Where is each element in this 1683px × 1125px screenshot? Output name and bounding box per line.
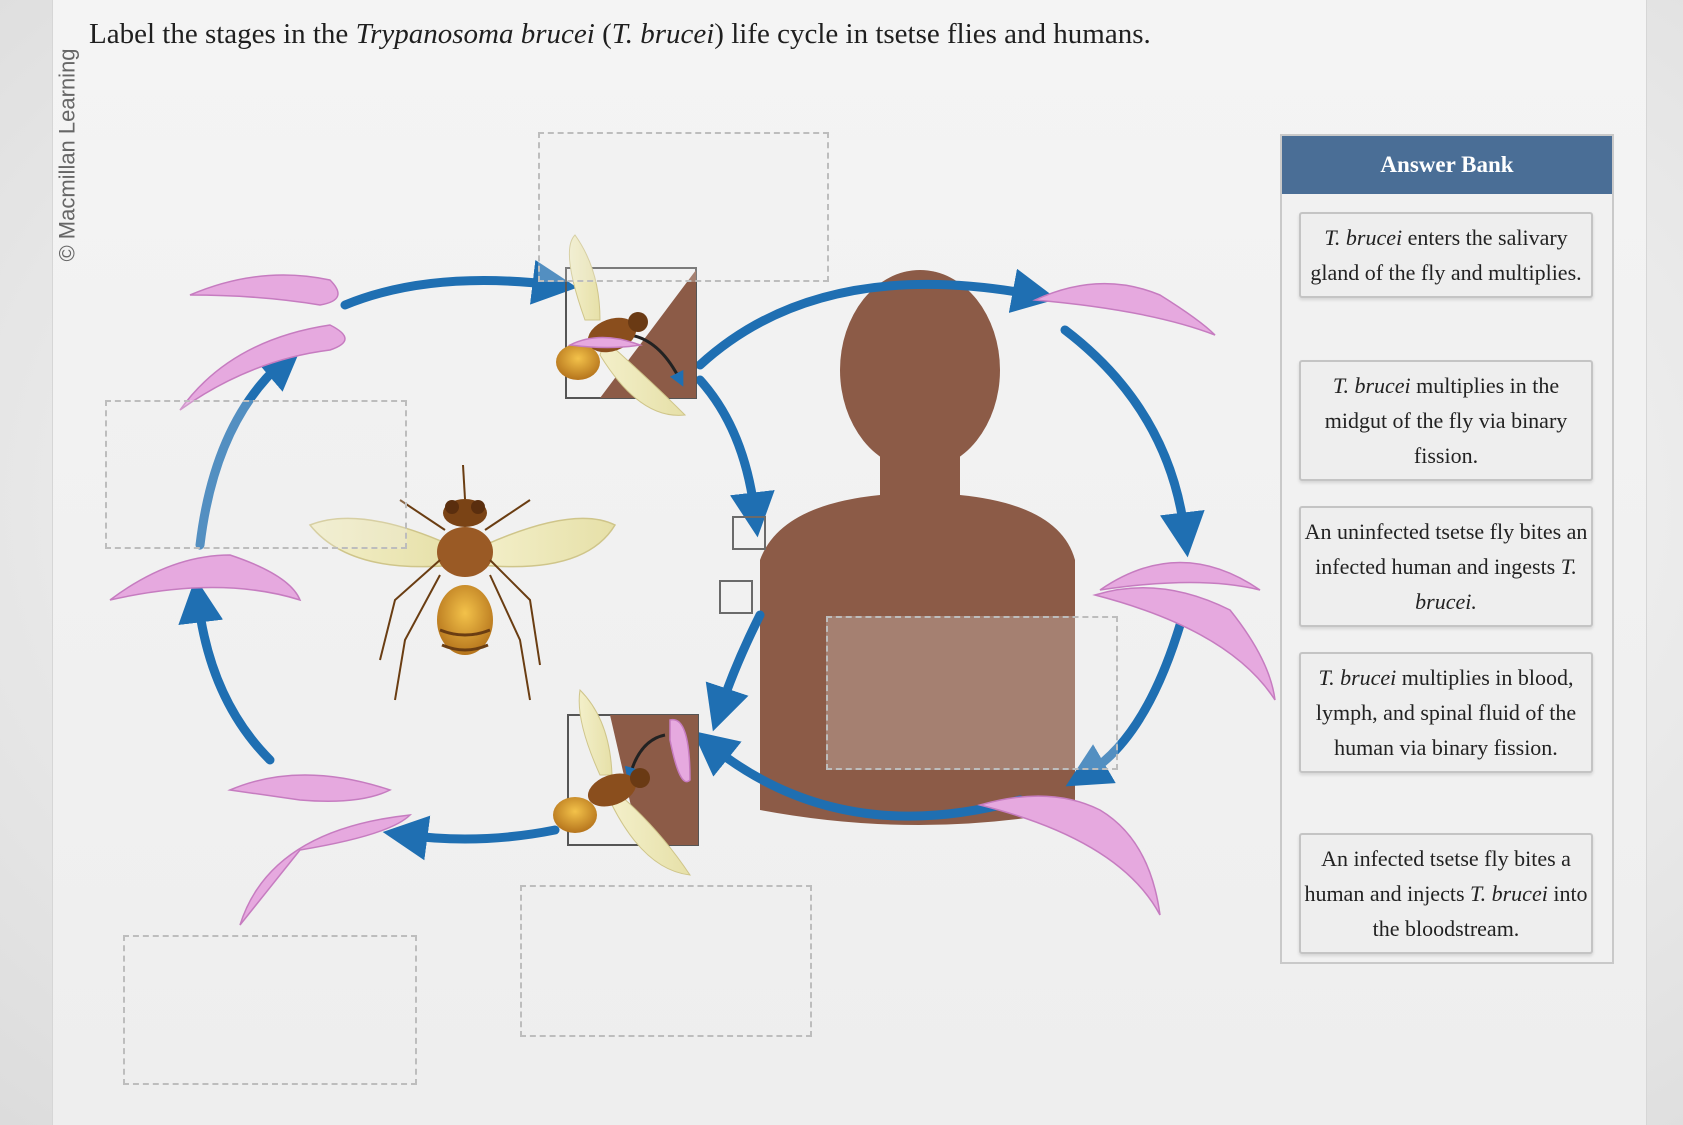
trypanosome: [669, 719, 691, 783]
trypanosome: [109, 554, 302, 602]
arrow-left-up: [195, 345, 303, 550]
answer-tile-infected-fly-injects[interactable]: An infected tsetse fly bites a human and…: [1299, 833, 1593, 954]
answer-tile-salivary-gland[interactable]: T. brucei enters the salivary gland of t…: [1299, 212, 1593, 298]
trypanosome: [567, 336, 643, 349]
arrow-left-lower: [178, 577, 275, 765]
answer-bank-title: Answer Bank: [1282, 136, 1612, 194]
answer-tile-uninfected-fly-bites[interactable]: An uninfected tsetse fly bites an infect…: [1299, 506, 1593, 627]
drop-zone-bottom-center[interactable]: [520, 885, 812, 1037]
trypanosome-parasites: [109, 274, 1276, 926]
answer-tile-midgut-fission[interactable]: T. brucei multiplies in the midgut of th…: [1299, 360, 1593, 481]
drop-zone-right[interactable]: [826, 616, 1118, 770]
tsetse-fly-biting-bottom: [553, 688, 692, 876]
trypanosome: [1092, 587, 1276, 701]
stage-marker-box: [719, 580, 753, 614]
trypanosome: [239, 814, 413, 926]
arrow-bottom-left: [382, 815, 560, 861]
arrow-inner-lower: [705, 610, 765, 732]
arrow-bottom-to-fly: [692, 730, 1025, 821]
stage-marker-box: [732, 516, 766, 550]
question-prompt: Label the stages in the Trypanosoma bruc…: [89, 18, 1151, 50]
arrow-top-left: [340, 259, 578, 310]
answer-bank: Answer Bank T. brucei enters the salivar…: [1280, 134, 1614, 964]
tsetse-fly-large: [308, 464, 617, 701]
human-cycle-arrows: [692, 268, 1205, 821]
drop-zone-left[interactable]: [105, 400, 407, 549]
trypanosome: [227, 774, 392, 802]
answer-tile-human-blood-fission[interactable]: T. brucei multiplies in blood, lymph, an…: [1299, 652, 1593, 773]
arrow-to-human: [695, 268, 1058, 370]
arrow-right-down: [1060, 325, 1205, 558]
fly-cycle-arrows: [178, 259, 578, 861]
trypanosome: [179, 324, 346, 411]
trypanosome: [1032, 282, 1216, 336]
arrow-right-lower: [1065, 620, 1185, 787]
trypanosome: [977, 795, 1161, 916]
arrow-inner-down: [695, 375, 775, 538]
drop-zone-bottom-left[interactable]: [123, 935, 417, 1085]
drop-zone-top[interactable]: [538, 132, 829, 282]
trypanosome: [1099, 561, 1261, 591]
human-silhouette: [760, 270, 1075, 825]
trypanosome: [189, 274, 339, 306]
